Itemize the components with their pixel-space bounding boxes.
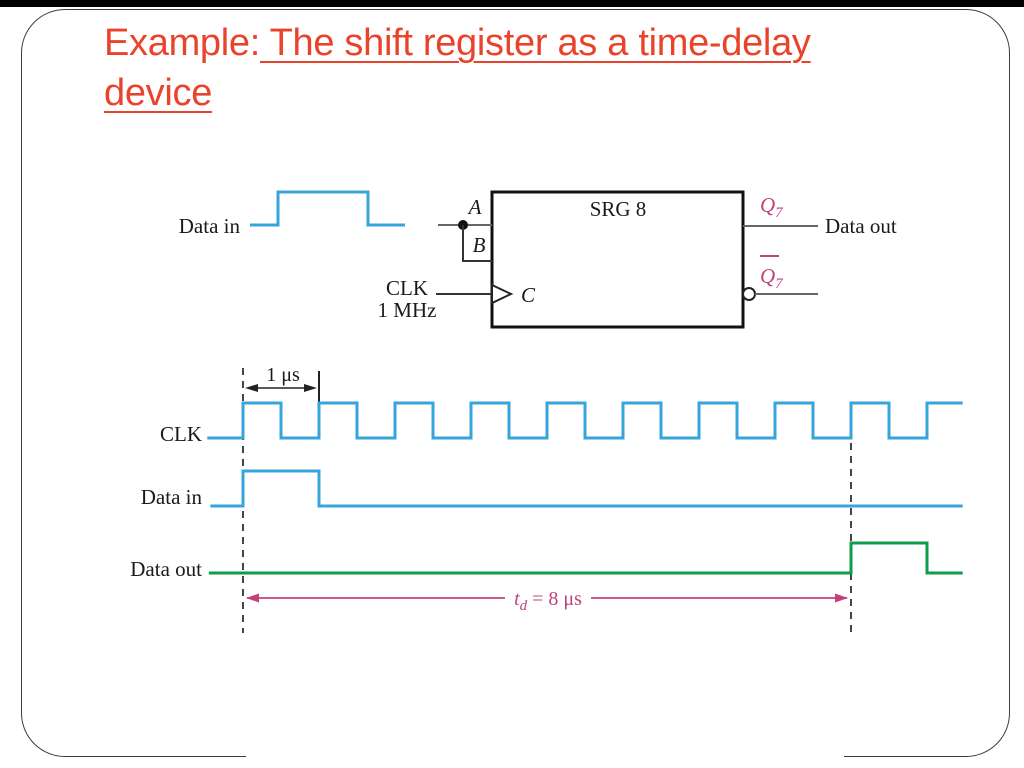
output-qbar-label: Q7 — [760, 264, 784, 292]
wire-input-b — [462, 225, 492, 262]
period-label: 1 μs — [266, 364, 300, 386]
pin-a-label: A — [467, 195, 482, 219]
slide-border-gap — [246, 748, 844, 768]
pin-b-label: B — [473, 233, 486, 257]
slide-title: Example: The shift register as a time-de… — [104, 18, 949, 118]
srg8-box — [490, 190, 745, 329]
delay-label: td = 8 μs — [514, 588, 582, 614]
circuit-data-out-label: Data out — [825, 214, 897, 238]
inverter-bubble-icon — [742, 287, 756, 301]
clock-triangle-icon — [491, 283, 514, 305]
waveform-clk — [207, 401, 963, 440]
output-q-label: Q7 — [760, 193, 784, 221]
period-arrowhead-left-icon — [245, 384, 258, 392]
waveform-data-in — [210, 469, 963, 508]
row-label-data-in: Data in — [141, 485, 203, 509]
row-label-data-out: Data out — [130, 557, 202, 581]
circuit-clk-label: CLK — [386, 276, 428, 300]
period-arrowhead-right-icon — [304, 384, 317, 392]
row-label-clk: CLK — [160, 422, 202, 446]
circuit-data-in-pulse — [250, 190, 405, 227]
circuit-clk-freq: 1 MHz — [378, 298, 437, 322]
delay-arrowhead-right-icon — [835, 593, 848, 603]
pin-c-label: C — [521, 283, 536, 307]
circuit-data-in-label: Data in — [179, 214, 241, 238]
srg8-box-label: SRG 8 — [590, 197, 647, 221]
title-prefix: Example: — [104, 22, 261, 64]
top-black-bar — [0, 0, 1024, 7]
delay-arrowhead-left-icon — [246, 593, 259, 603]
waveform-data-out — [208, 541, 963, 575]
